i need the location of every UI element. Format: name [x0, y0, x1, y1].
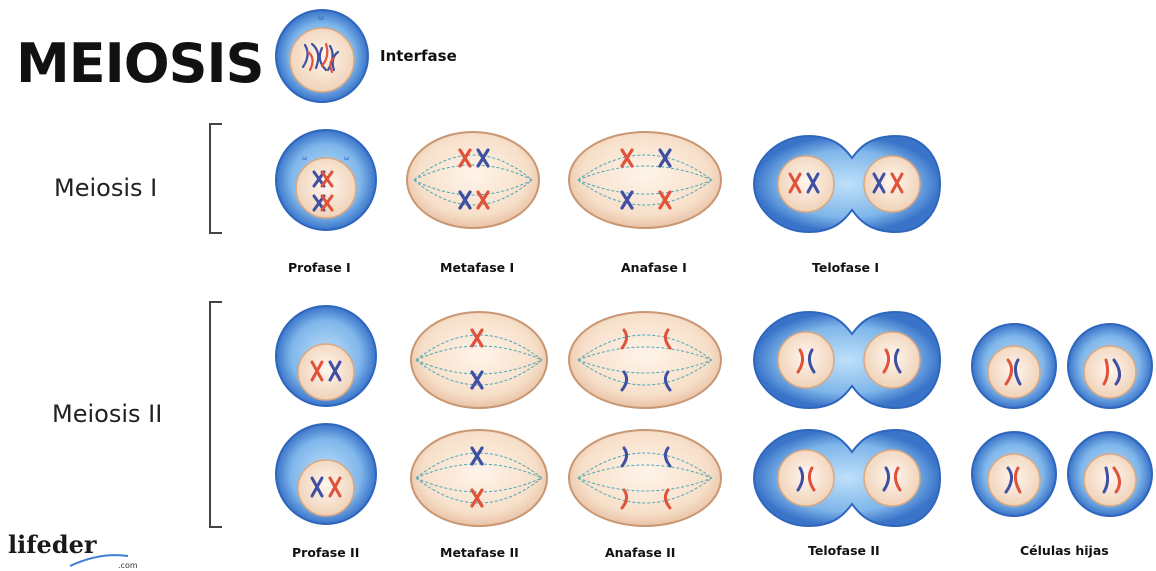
telofase-ii-cell-top — [754, 312, 940, 408]
svg-text:ω: ω — [302, 155, 307, 162]
meiosis-ii-label: Meiosis II — [52, 400, 162, 428]
profase-ii-cell-top — [276, 306, 376, 406]
telofase-i-label: Telofase I — [812, 260, 879, 275]
profase-ii-cell-bottom — [276, 424, 376, 524]
anafase-ii-cell-top — [569, 312, 721, 408]
daughter-cell-3 — [972, 432, 1056, 516]
profase-i-label: Profase I — [288, 260, 351, 275]
anafase-i-label: Anafase I — [621, 260, 687, 275]
logo-suffix: .com — [118, 561, 138, 570]
svg-text:ω: ω — [344, 155, 349, 162]
metafase-ii-cell-top — [411, 312, 547, 408]
metafase-i-cell — [407, 132, 539, 228]
profase-i-cell: ω ω — [276, 130, 376, 230]
metafase-ii-cell-bottom — [411, 430, 547, 526]
svg-text:ω: ω — [318, 14, 324, 22]
telofase-i-cell — [754, 136, 940, 232]
anafase-ii-label: Anafase II — [605, 545, 675, 560]
lifeder-logo: lifeder .com — [8, 530, 138, 570]
daughter-cell-1 — [972, 324, 1056, 408]
meiosis-ii-bracket — [210, 302, 222, 527]
diagram-title: MEIOSIS — [16, 32, 264, 95]
celulas-hijas-label: Células hijas — [1020, 543, 1109, 558]
anafase-i-cell — [569, 132, 721, 228]
daughter-cell-4 — [1068, 432, 1152, 516]
meiosis-i-label: Meiosis I — [54, 174, 157, 202]
metafase-ii-label: Metafase II — [440, 545, 519, 560]
meiosis-i-bracket — [210, 124, 222, 233]
telofase-ii-label: Telofase II — [808, 543, 880, 558]
telofase-ii-cell-bottom — [754, 430, 940, 526]
profase-ii-label: Profase II — [292, 545, 359, 560]
metafase-i-label: Metafase I — [440, 260, 514, 275]
interphase-label: Interfase — [380, 47, 457, 65]
logo-name: lifeder — [8, 530, 97, 559]
anafase-ii-cell-bottom — [569, 430, 721, 526]
interphase-cell: ω — [276, 10, 368, 102]
daughter-cell-2 — [1068, 324, 1152, 408]
